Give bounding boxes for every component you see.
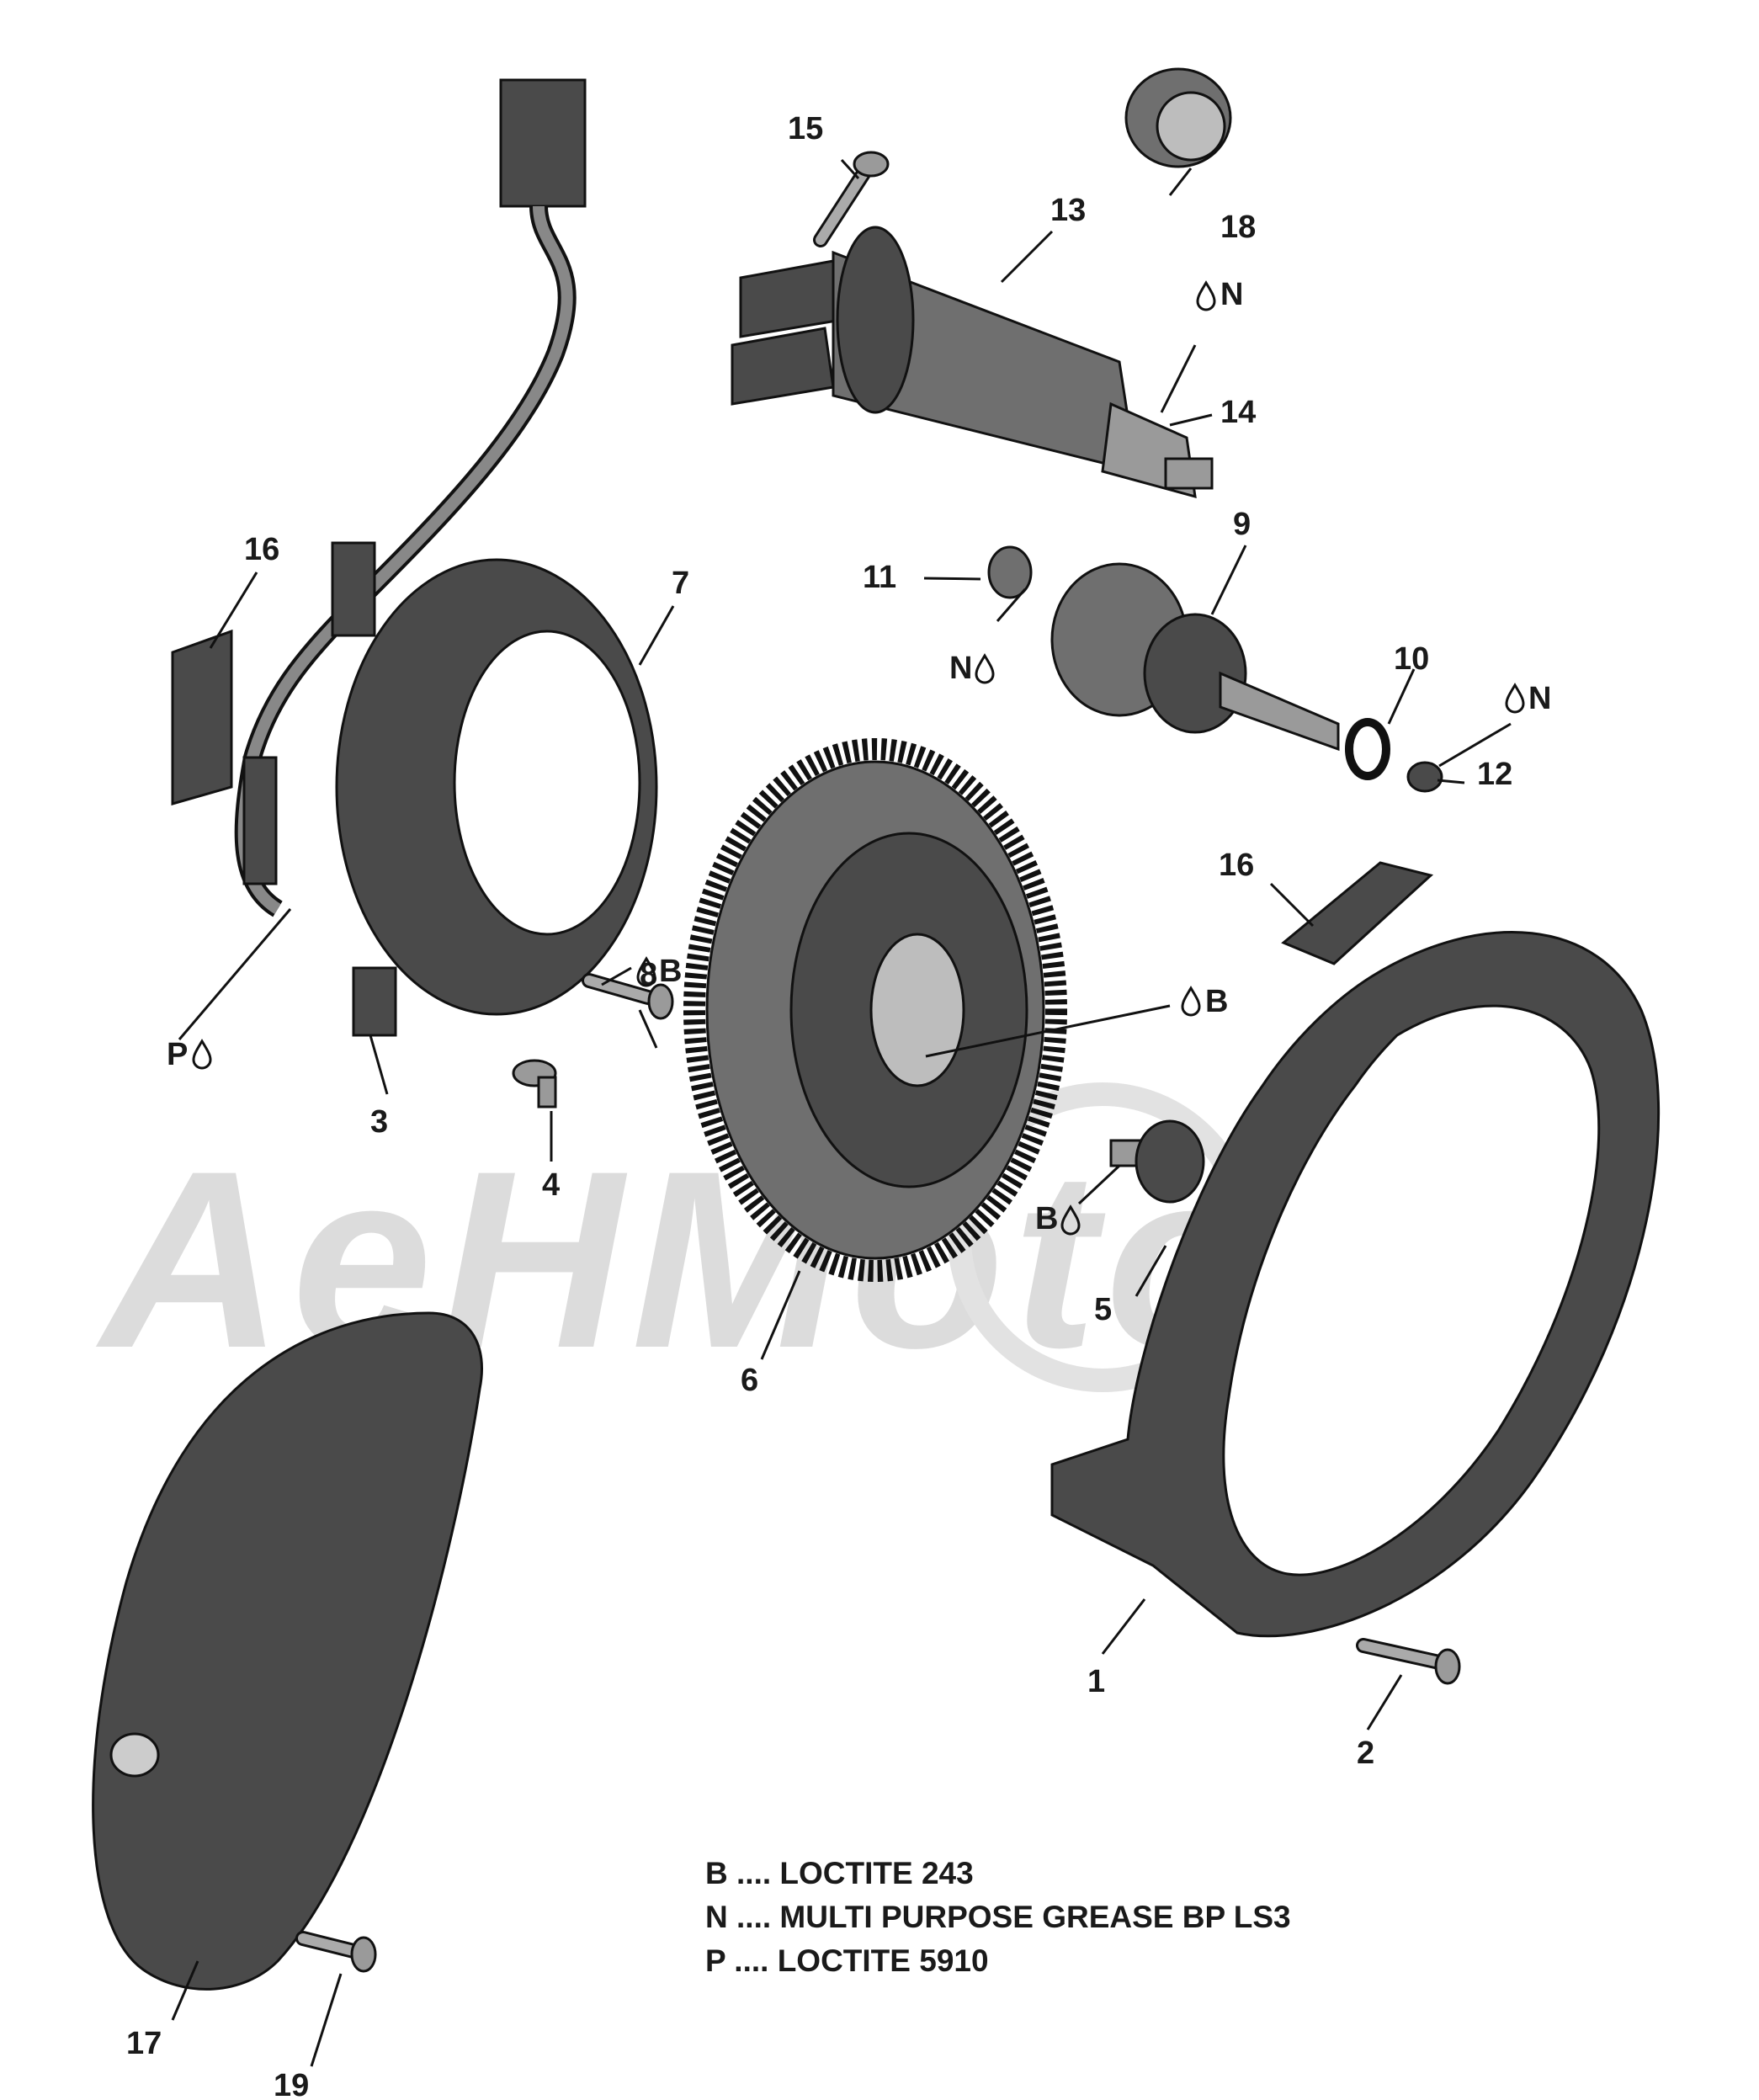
bolt-2 bbox=[1356, 1638, 1461, 1685]
callout-19: 18 bbox=[1220, 210, 1256, 245]
callout-3: 3 bbox=[370, 1104, 388, 1140]
bolt-8 bbox=[582, 973, 674, 1020]
starter-drive-9 bbox=[1050, 562, 1340, 752]
svg-text:P: P bbox=[167, 1037, 188, 1072]
sealant-sheet-16-left bbox=[171, 629, 233, 805]
callout-15: 15 bbox=[788, 111, 823, 146]
sleeve-11 bbox=[987, 545, 1033, 599]
callout-7: 7 bbox=[672, 566, 689, 601]
callout-11: 11 bbox=[863, 560, 896, 595]
callout-1: 1 bbox=[1087, 1664, 1105, 1699]
marker-n-11: N bbox=[949, 651, 995, 686]
spring-12 bbox=[1406, 761, 1443, 793]
screw-4 bbox=[512, 1059, 557, 1108]
bolt-18 bbox=[295, 1931, 377, 1973]
wiring-harness bbox=[234, 78, 587, 917]
plug-5 bbox=[1109, 1119, 1205, 1204]
flywheel-6 bbox=[683, 738, 1067, 1282]
connector-3 bbox=[352, 966, 397, 1037]
svg-text:B: B bbox=[1035, 1201, 1058, 1236]
callout-18: 19 bbox=[274, 2068, 309, 2100]
washer-10 bbox=[1345, 718, 1390, 780]
callout-6: 6 bbox=[741, 1363, 758, 1398]
callout-12: 12 bbox=[1477, 757, 1512, 792]
drop-icon bbox=[975, 654, 995, 684]
application-markers: N N N B B B P bbox=[167, 277, 1551, 1236]
bushing-19 bbox=[1124, 67, 1232, 168]
callout-13: 13 bbox=[1050, 193, 1086, 228]
legend-row-b: B .... LOCTITE 243 bbox=[705, 1856, 974, 1890]
callout-10: 10 bbox=[1394, 641, 1429, 677]
leader-lines bbox=[171, 158, 1512, 2067]
marker-n-14: N bbox=[1196, 277, 1243, 312]
bolt-15 bbox=[813, 151, 890, 247]
sealant-sheet-16-right bbox=[1281, 861, 1434, 965]
callout-14: 14 bbox=[1220, 395, 1256, 430]
svg-text:B: B bbox=[659, 954, 682, 989]
callout-numbers: 15 13 18 14 9 11 10 12 16 7 16 8 3 4 5 6… bbox=[126, 111, 1512, 2100]
legend: B .... LOCTITE 243 N .... MULTI PURPOSE … bbox=[705, 1856, 1291, 1978]
marker-b-6: B bbox=[1181, 984, 1228, 1019]
svg-text:N: N bbox=[949, 651, 972, 686]
callout-2: 2 bbox=[1357, 1736, 1374, 1771]
drop-icon bbox=[1181, 986, 1201, 1017]
magneto-housing-1 bbox=[1050, 931, 1661, 1638]
drop-icon bbox=[1505, 683, 1525, 714]
legend-row-p: P .... LOCTITE 5910 bbox=[705, 1943, 989, 1978]
svg-text:N: N bbox=[1220, 277, 1243, 312]
callout-4: 4 bbox=[542, 1167, 560, 1203]
marker-p-3: P bbox=[167, 1037, 212, 1072]
callout-17: 17 bbox=[126, 2026, 162, 2061]
starter-motor-13 bbox=[731, 226, 1214, 499]
drop-icon bbox=[192, 1039, 212, 1070]
svg-text:N: N bbox=[1528, 681, 1551, 716]
stator-7 bbox=[335, 558, 658, 1016]
legend-row-n: N .... MULTI PURPOSE GREASE BP LS3 bbox=[705, 1900, 1291, 1934]
watermark: AeHMoto bbox=[93, 1118, 1268, 1401]
cover-17 bbox=[92, 1311, 483, 1991]
marker-n-12: N bbox=[1505, 681, 1551, 716]
marker-b-5: B bbox=[1035, 1201, 1081, 1236]
marker-b-8: B bbox=[636, 954, 682, 989]
svg-text:B: B bbox=[1205, 984, 1228, 1019]
callout-5: 5 bbox=[1094, 1292, 1112, 1327]
callout-16-right: 16 bbox=[1219, 848, 1254, 883]
callout-16-left: 16 bbox=[244, 532, 279, 567]
callout-9: 9 bbox=[1233, 507, 1251, 542]
drop-icon bbox=[1196, 281, 1216, 311]
